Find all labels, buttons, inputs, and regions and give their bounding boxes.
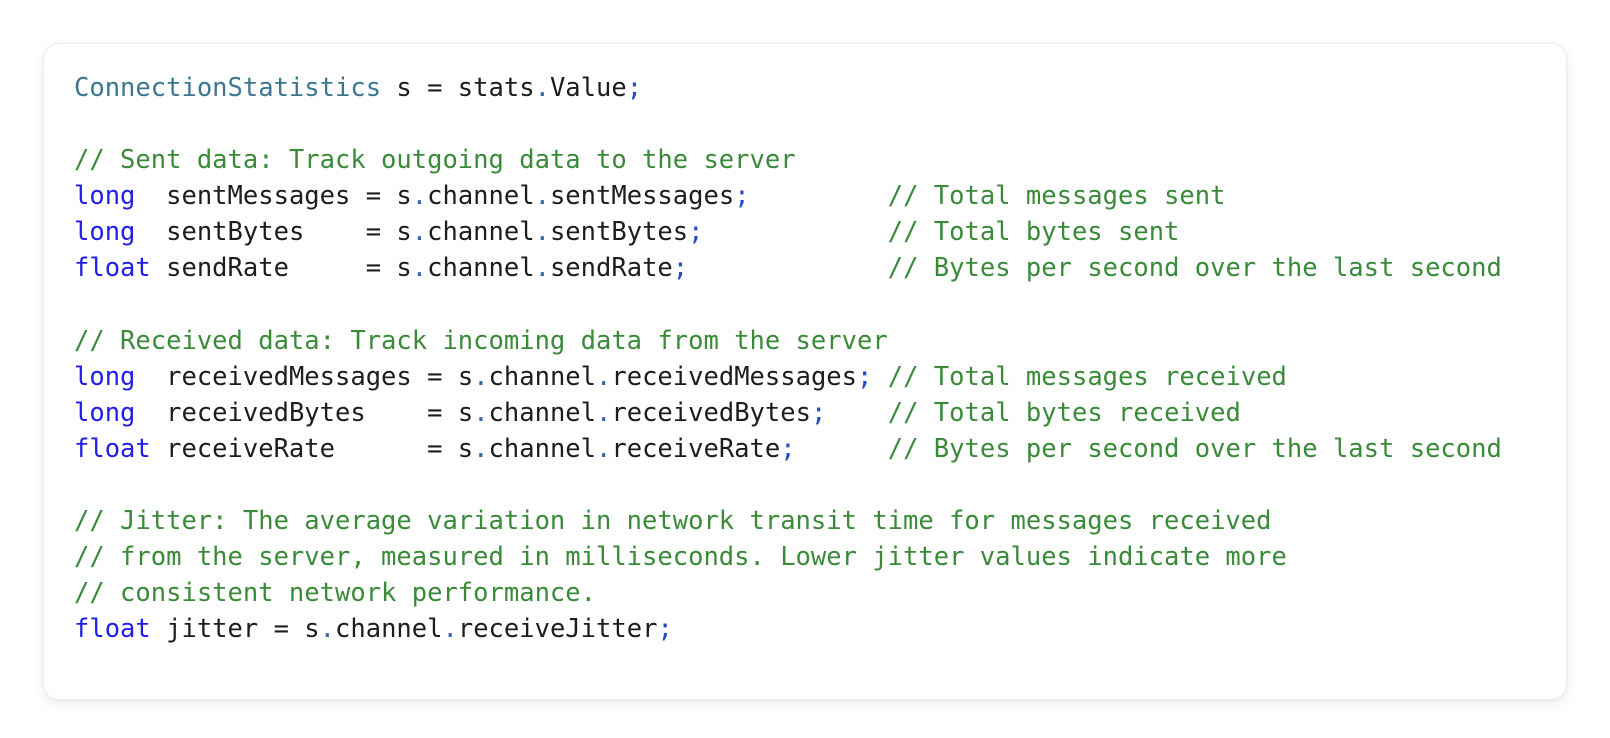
code-token-semicolon: ; xyxy=(657,614,673,645)
code-token-dot: . xyxy=(596,433,612,464)
code-token-semicolon: ; xyxy=(688,217,704,248)
code-token-semicolon: ; xyxy=(780,433,796,464)
code-token-comment: // Total bytes sent xyxy=(887,217,1180,248)
code-token-plain: sendRate = s xyxy=(150,253,412,284)
code-token-comment: // from the server, measured in millisec… xyxy=(74,542,1287,573)
code-line: float receiveRate = s.channel.receiveRat… xyxy=(74,431,1536,467)
code-token-keyword: long xyxy=(74,217,136,248)
code-token-plain xyxy=(750,181,888,211)
code-line: // Jitter: The average variation in netw… xyxy=(74,503,1536,539)
code-token-semicolon: ; xyxy=(672,253,689,284)
code-token-plain: Value xyxy=(549,73,627,103)
code-line: long receivedMessages = s.channel.receiv… xyxy=(74,359,1536,395)
code-block: ConnectionStatistics s = stats.Value;// … xyxy=(44,44,1566,678)
code-token-dot: . xyxy=(596,397,612,428)
code-token-plain: receiveJitter xyxy=(457,614,658,645)
code-token-plain: s = stats xyxy=(381,73,535,103)
code-line: float sendRate = s.channel.sendRate; // … xyxy=(74,250,1536,286)
code-token-plain xyxy=(796,434,888,464)
code-token-plain: channel xyxy=(427,181,535,212)
code-token-plain: channel xyxy=(427,217,535,248)
code-token-comment: // consistent network performance. xyxy=(74,578,596,609)
code-line: // Sent data: Track outgoing data to the… xyxy=(74,142,1536,178)
code-token-dot: . xyxy=(534,181,550,212)
code-token-dot: . xyxy=(411,253,428,284)
code-token-plain: sentBytes xyxy=(549,217,689,248)
code-token-plain: channel xyxy=(488,433,596,464)
code-token-plain xyxy=(703,217,887,247)
code-line: // Received data: Track incoming data fr… xyxy=(74,323,1536,359)
code-token-plain: channel xyxy=(335,614,443,645)
code-token-plain: channel xyxy=(427,253,535,284)
code-token-comment: // Total messages received xyxy=(887,361,1287,392)
code-token-comment: // Jitter: The average variation in netw… xyxy=(74,506,1272,537)
code-token-semicolon: ; xyxy=(857,361,873,392)
code-token-type: ConnectionStatistics xyxy=(74,73,382,103)
code-token-semicolon: ; xyxy=(734,181,750,212)
code-token-dot: . xyxy=(442,614,458,645)
code-line: // consistent network performance. xyxy=(74,575,1536,611)
code-token-dot: . xyxy=(473,361,489,392)
code-token-plain: sentMessages xyxy=(549,181,735,212)
code-line xyxy=(74,467,1536,503)
code-line xyxy=(74,287,1536,323)
code-line: // from the server, measured in millisec… xyxy=(74,539,1536,575)
code-token-plain: receivedMessages xyxy=(611,361,858,392)
code-token-plain: channel xyxy=(488,397,597,428)
code-token-comment: // Bytes per second over the last second xyxy=(887,253,1502,284)
code-token-plain: sentMessages = s xyxy=(135,181,412,212)
code-token-keyword: float xyxy=(74,253,151,284)
code-token-plain: sendRate xyxy=(549,253,673,284)
code-token-dot: . xyxy=(534,217,550,248)
code-token-plain: receivedMessages = s xyxy=(135,361,474,392)
code-token-dot: . xyxy=(534,253,550,284)
code-token-keyword: long xyxy=(74,361,136,392)
code-token-semicolon: ; xyxy=(810,397,827,428)
code-token-comment: // Sent data: Track outgoing data to the… xyxy=(74,145,796,176)
code-token-comment: // Bytes per second over the last second xyxy=(887,433,1502,464)
code-token-dot: . xyxy=(319,614,336,645)
code-token-semicolon: ; xyxy=(626,73,643,103)
code-line xyxy=(74,106,1536,142)
code-token-comment: // Received data: Track incoming data fr… xyxy=(74,325,888,356)
code-token-dot: . xyxy=(473,397,489,428)
code-token-plain: receiveRate = s xyxy=(150,433,474,464)
code-line: float jitter = s.channel.receiveJitter; xyxy=(74,611,1536,647)
code-token-dot: . xyxy=(411,181,428,212)
code-token-plain: channel xyxy=(488,361,597,392)
code-token-comment: // Total bytes received xyxy=(887,397,1241,428)
code-line: long receivedBytes = s.channel.receivedB… xyxy=(74,395,1536,431)
code-token-keyword: long xyxy=(74,181,136,212)
code-card: ConnectionStatistics s = stats.Value;// … xyxy=(43,43,1567,700)
code-token-plain xyxy=(872,362,887,392)
code-token-keyword: float xyxy=(74,433,151,464)
code-token-dot: . xyxy=(596,361,612,392)
code-token-plain: receiveRate xyxy=(611,433,781,464)
code-token-dot: . xyxy=(534,73,550,103)
code-line: ConnectionStatistics s = stats.Value; xyxy=(74,70,1536,106)
code-token-plain: receivedBytes xyxy=(611,397,811,428)
code-token-plain xyxy=(826,398,887,428)
code-token-plain xyxy=(688,253,888,283)
code-line: long sentBytes = s.channel.sentBytes; //… xyxy=(74,214,1536,250)
code-token-plain: jitter = s xyxy=(150,614,320,645)
code-token-plain: sentBytes = s xyxy=(135,217,412,248)
code-token-keyword: long xyxy=(74,397,136,428)
code-token-keyword: float xyxy=(74,614,151,645)
code-token-plain: receivedBytes = s xyxy=(135,397,474,428)
code-token-dot: . xyxy=(473,433,489,464)
code-token-comment: // Total messages sent xyxy=(887,181,1226,212)
code-line: long sentMessages = s.channel.sentMessag… xyxy=(74,178,1536,214)
code-token-dot: . xyxy=(411,217,428,248)
